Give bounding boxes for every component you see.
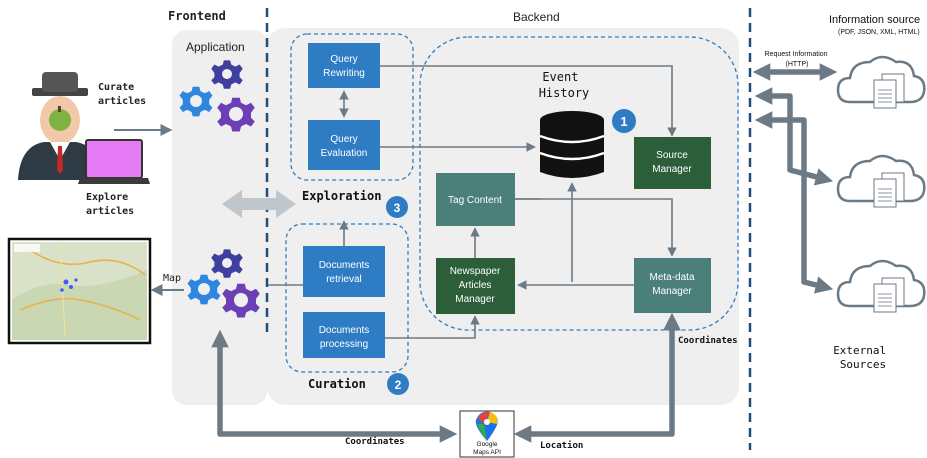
event-history-label: Event History xyxy=(539,70,590,100)
laptop-icon xyxy=(78,139,150,184)
coordinates-label-left: Coordinates xyxy=(345,436,405,447)
exploration-label: Exploration xyxy=(302,189,381,203)
cloud-source-2 xyxy=(836,154,926,208)
backend-title: Backend xyxy=(513,10,560,24)
explore-label: Explore articles xyxy=(86,192,134,217)
exploration-double-arrow xyxy=(222,190,296,218)
svg-text:1: 1 xyxy=(620,114,627,129)
info-source-title: Information source xyxy=(829,14,920,26)
badge-3: 3 xyxy=(386,196,408,218)
svg-text:2: 2 xyxy=(395,378,402,392)
internal-arrows xyxy=(268,65,677,339)
cloud-source-3 xyxy=(836,259,926,313)
svg-text:3: 3 xyxy=(394,201,401,215)
request-info-label: Request Information (HTTP) xyxy=(765,51,830,68)
map-thumbnail xyxy=(7,237,152,345)
source-arrows xyxy=(752,63,838,294)
location-label: Location xyxy=(540,440,583,451)
coordinates-arrows xyxy=(211,312,681,443)
gear-cluster-bottom xyxy=(187,249,260,318)
map-label: Map xyxy=(163,273,181,284)
coordinates-label-right: Coordinates xyxy=(678,335,738,346)
cloud-source-1 xyxy=(836,55,926,109)
external-sources-label: External Sources xyxy=(833,344,893,371)
user-avatar xyxy=(18,72,102,180)
application-title: Application xyxy=(186,40,245,54)
tag-content-box: Tag Content xyxy=(436,173,515,226)
curation-label: Curation xyxy=(308,377,366,391)
gear-cluster-top xyxy=(179,60,255,132)
badge-2: 2 xyxy=(387,373,409,395)
badge-1: 1 xyxy=(612,109,636,133)
exploration-group xyxy=(290,33,414,181)
curate-label: Curate articles xyxy=(98,82,146,107)
database-icon xyxy=(539,111,605,178)
info-source-formats: (PDF, JSON, XML, HTML) xyxy=(838,29,920,36)
svg-text:Tag Content: Tag Content xyxy=(448,195,502,206)
frontend-title: Frontend xyxy=(168,9,226,23)
